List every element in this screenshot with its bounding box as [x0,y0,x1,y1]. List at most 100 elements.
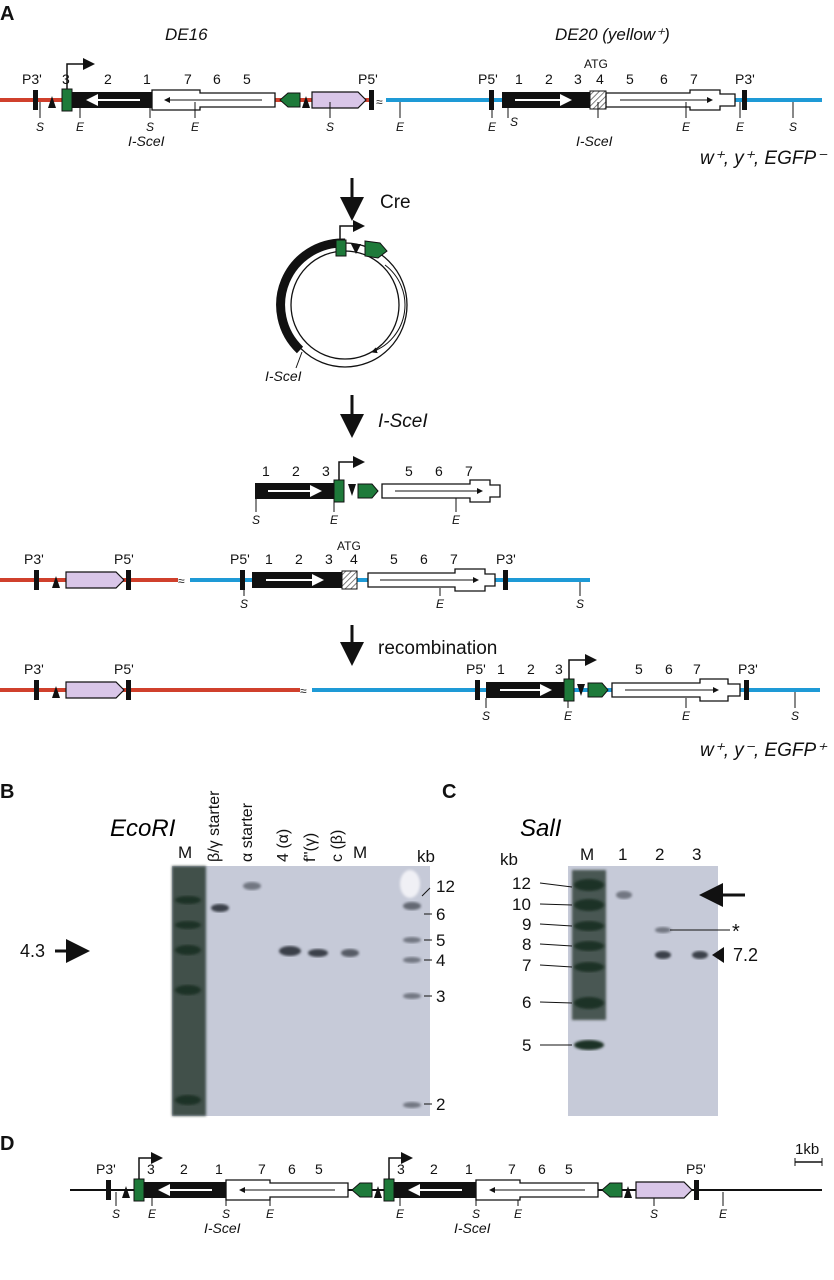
svg-text:≈: ≈ [178,574,185,588]
panel-a: A DE16 DE20 (yellow⁺) [0,3,828,761]
sal-site: S [482,709,490,723]
construct-title-de16: DE16 [165,25,208,44]
isce1-site: I-SceI [265,368,302,384]
label: P5' [686,1161,706,1177]
step-label-recombination: recombination [378,638,497,659]
label: 7 [465,463,473,479]
kb-tick: 12 [512,874,531,893]
label: 3 [325,551,333,567]
construct-row-1: P3' 3 2 1 7 6 5 P5' P5' 1 2 3 ATG 4 5 6 … [0,57,828,169]
lane-label: 3 [692,845,701,864]
excised-circle: I-SceI [265,220,408,384]
ecori-site: E [682,120,691,134]
sal-site: S [650,1207,658,1221]
sal-site: S [510,115,518,129]
egfp-exon [61,88,73,112]
label: P3' [496,551,516,567]
label: 3 [322,463,330,479]
ecori-site: E [452,513,461,527]
label: P5' [114,551,134,567]
label: 1 [215,1161,223,1177]
ecori-site: E [488,120,497,134]
kb-label: kb [500,850,518,869]
label: 5 [243,71,251,87]
label: 7 [508,1161,516,1177]
ecori-site: E [682,709,691,723]
label: 2 [180,1161,188,1177]
step-label-cre: Cre [380,192,411,213]
label: 7 [450,551,458,567]
label: 6 [420,551,428,567]
label: P3' [24,551,44,567]
panel-label: B [0,781,14,803]
label: P3' [738,661,758,677]
label: 3 [62,71,70,87]
label: P3' [96,1161,116,1177]
label: 7 [693,661,701,677]
isce1-site: I-SceI [128,133,165,149]
kb-tick: 5 [522,1036,531,1055]
label: 1 [497,661,505,677]
label: P5' [230,551,250,567]
label: P5' [358,71,378,87]
size-label: 4.3 [20,941,45,961]
label: 6 [660,71,668,87]
label: 1 [515,71,523,87]
svg-text:≈: ≈ [300,684,307,698]
promoter-arrow-icon [138,1152,163,1179]
promoter-arrow-icon [66,58,95,89]
label: 2 [545,71,553,87]
step-label-isce1: I-SceI [378,411,428,432]
label: 1 [143,71,151,87]
promoter-arrow-icon [568,654,597,679]
panel-c: C SalI M 1 2 3 kb 12 10 9 8 7 6 5 * 7.2 [442,781,758,1116]
label: P3' [24,661,44,677]
construct-row-4: ≈ P3' P5' P5' 1 2 3 5 6 7 P3' [0,654,828,761]
label: 5 [565,1161,573,1177]
gel-image [172,866,430,1116]
lane-label: f''(γ) [302,833,319,862]
kb-tick: 5 [436,931,445,950]
lane-label: M [580,845,594,864]
kb-tick: 9 [522,915,531,934]
panel-label: C [442,781,456,803]
p3-element [742,90,747,110]
panel-label: D [0,1133,14,1155]
p5-element [489,90,494,110]
kb-tick: 7 [522,956,531,975]
isce1-site: I-SceI [204,1220,241,1236]
green-element [279,92,301,108]
lane-label: β/γ starter [206,790,223,862]
ecori-site: E [514,1207,523,1221]
label: 2 [430,1161,438,1177]
kb-tick: 8 [522,935,531,954]
label: P5' [466,661,486,677]
label: P3' [22,71,42,87]
kb-tick: 6 [436,905,445,924]
label: 4 [350,551,358,567]
ecori-site: E [191,120,200,134]
label: 3 [147,1161,155,1177]
sal-site: S [222,1207,230,1221]
ecori-site: E [564,709,573,723]
label: 6 [665,661,673,677]
atg-label: ATG [337,539,361,553]
isce1-site: I-SceI [454,1220,491,1236]
promoter-arrow-icon [339,220,365,240]
sal-site: S [789,120,797,134]
genotype-label: w⁺, y⁺, EGFP⁻ [700,148,828,169]
lane-label: M [353,843,367,862]
label: 4 [596,71,604,87]
genotype-label: w⁺, y⁻, EGFP⁺ [700,740,828,761]
label: 5 [315,1161,323,1177]
label: 2 [295,551,303,567]
kb-tick: 6 [522,993,531,1012]
white-marker-gene [311,91,367,109]
sal-site: S [240,597,248,611]
label: 3 [574,71,582,87]
label: 5 [626,71,634,87]
label: 7 [258,1161,266,1177]
construct-title-de20: DE20 (yellow⁺) [555,25,670,44]
ecori-site: E [76,120,85,134]
label: 1 [265,551,273,567]
